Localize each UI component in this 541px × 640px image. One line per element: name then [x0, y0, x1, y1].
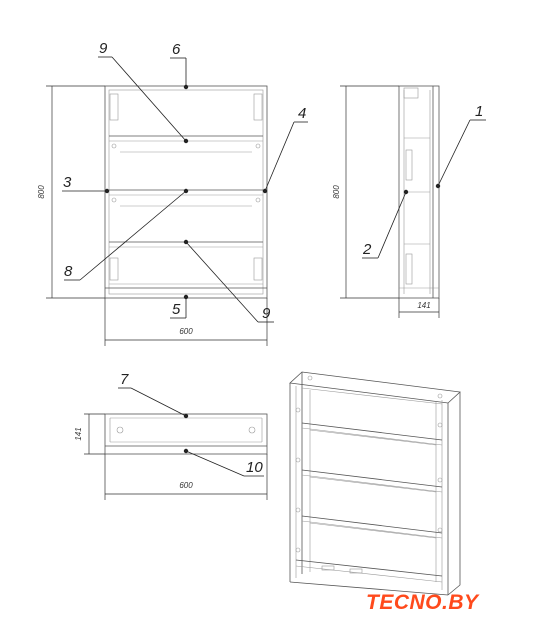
callout-10: 10: [183, 448, 264, 477]
top-width-label: 600: [179, 481, 193, 490]
side-depth-label: 141: [417, 301, 430, 310]
front-height-dimension: 800: [37, 85, 105, 299]
isometric-view: [289, 371, 461, 596]
side-height-label: 800: [332, 185, 341, 199]
side-view: [398, 85, 440, 299]
side-depth-dimension: 141: [398, 298, 440, 318]
callout-7-label: 7: [120, 371, 129, 388]
brand-logo-text: TECNO.BY: [366, 591, 480, 614]
top-view: [104, 413, 268, 455]
callout-1: 1: [435, 103, 486, 189]
top-depth-dimension: 141: [74, 413, 105, 455]
callout-7: 7: [118, 371, 189, 419]
callout-9-top-label: 9: [99, 40, 108, 57]
callout-8: 8: [64, 188, 189, 281]
callout-6-label: 6: [172, 41, 181, 58]
callout-5-label: 5: [172, 301, 181, 318]
callout-2: 2: [362, 189, 409, 259]
callout-4-label: 4: [298, 105, 306, 122]
callout-10-label: 10: [246, 459, 263, 476]
callout-4: 4: [262, 105, 308, 194]
side-height-dimension: 800: [332, 85, 399, 299]
callout-9-top: 9: [98, 40, 189, 144]
callout-2-label: 2: [362, 241, 372, 258]
callout-6: 6: [170, 41, 189, 90]
front-width-label: 600: [179, 327, 193, 336]
callout-3: 3: [62, 174, 110, 194]
front-height-label: 800: [37, 185, 46, 199]
callout-9-bottom: 9: [183, 239, 274, 323]
callout-3-label: 3: [63, 174, 72, 191]
top-depth-label: 141: [74, 427, 83, 440]
callout-9-bottom-label: 9: [262, 305, 271, 322]
brand-logo: TECNO.BY: [366, 591, 480, 614]
callout-1-label: 1: [475, 103, 483, 120]
callout-5: 5: [170, 294, 189, 319]
top-width-dimension: 600: [104, 454, 268, 500]
callout-8-label: 8: [64, 263, 73, 280]
